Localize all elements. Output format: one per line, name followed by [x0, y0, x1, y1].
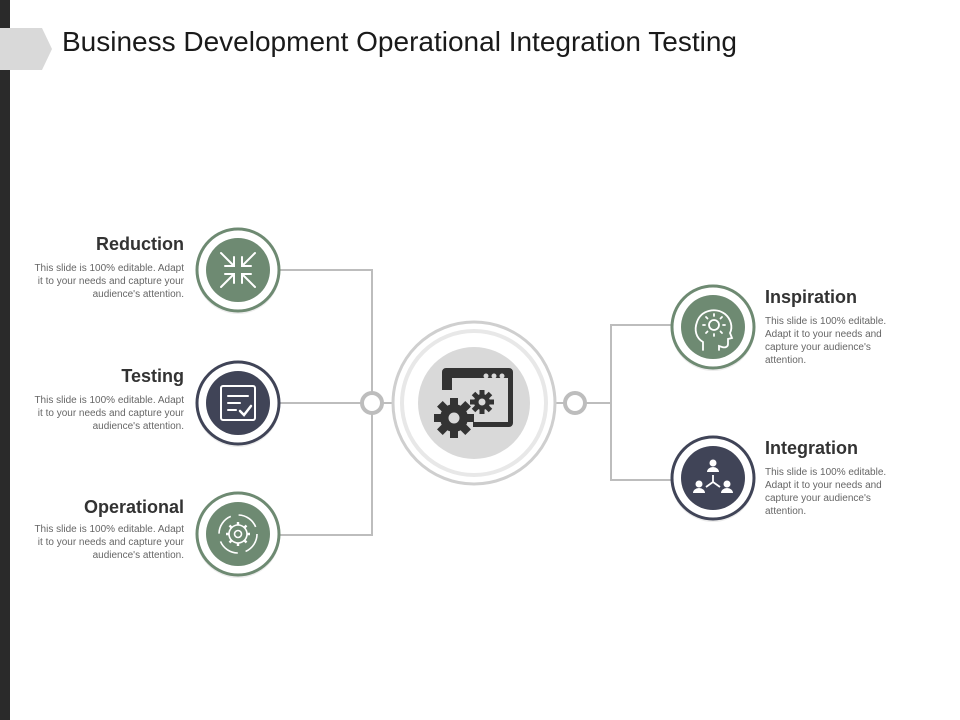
operational-description: This slide is 100% editable. Adapt it to… — [34, 524, 184, 561]
network-people-icon — [693, 459, 733, 493]
inspiration-description: This slide is 100% editable. Adapt it to… — [765, 316, 887, 366]
compress-arrows-icon — [220, 252, 256, 288]
node-operational — [195, 491, 281, 578]
gear-cycle-icon — [218, 514, 258, 554]
integration-description: This slide is 100% editable. Adapt it to… — [765, 467, 887, 517]
reduction-heading: Reduction — [96, 234, 184, 254]
node-reduction — [195, 227, 281, 314]
node-inspiration — [670, 284, 756, 371]
title-tab-shape — [0, 28, 52, 70]
right-connector-node — [563, 391, 587, 415]
node-integration — [670, 435, 756, 522]
operational-heading: Operational — [83, 497, 184, 517]
right-bracket-line — [610, 324, 671, 481]
testing-heading: Testing — [121, 366, 184, 386]
node-testing — [195, 360, 281, 447]
slide-title: Business Development Operational Integra… — [62, 26, 737, 57]
center-hub — [391, 320, 557, 486]
inspiration-heading: Inspiration — [765, 287, 858, 307]
integration-heading: Integration — [765, 438, 858, 458]
gears-window-icon — [434, 368, 513, 438]
left-accent-bar — [0, 0, 10, 720]
reduction-description: This slide is 100% editable. Adapt it to… — [34, 263, 184, 300]
checklist-icon — [220, 385, 256, 421]
left-connector-node — [360, 391, 384, 415]
head-lightbulb-icon — [694, 309, 734, 351]
testing-description: This slide is 100% editable. Adapt it to… — [34, 395, 184, 432]
